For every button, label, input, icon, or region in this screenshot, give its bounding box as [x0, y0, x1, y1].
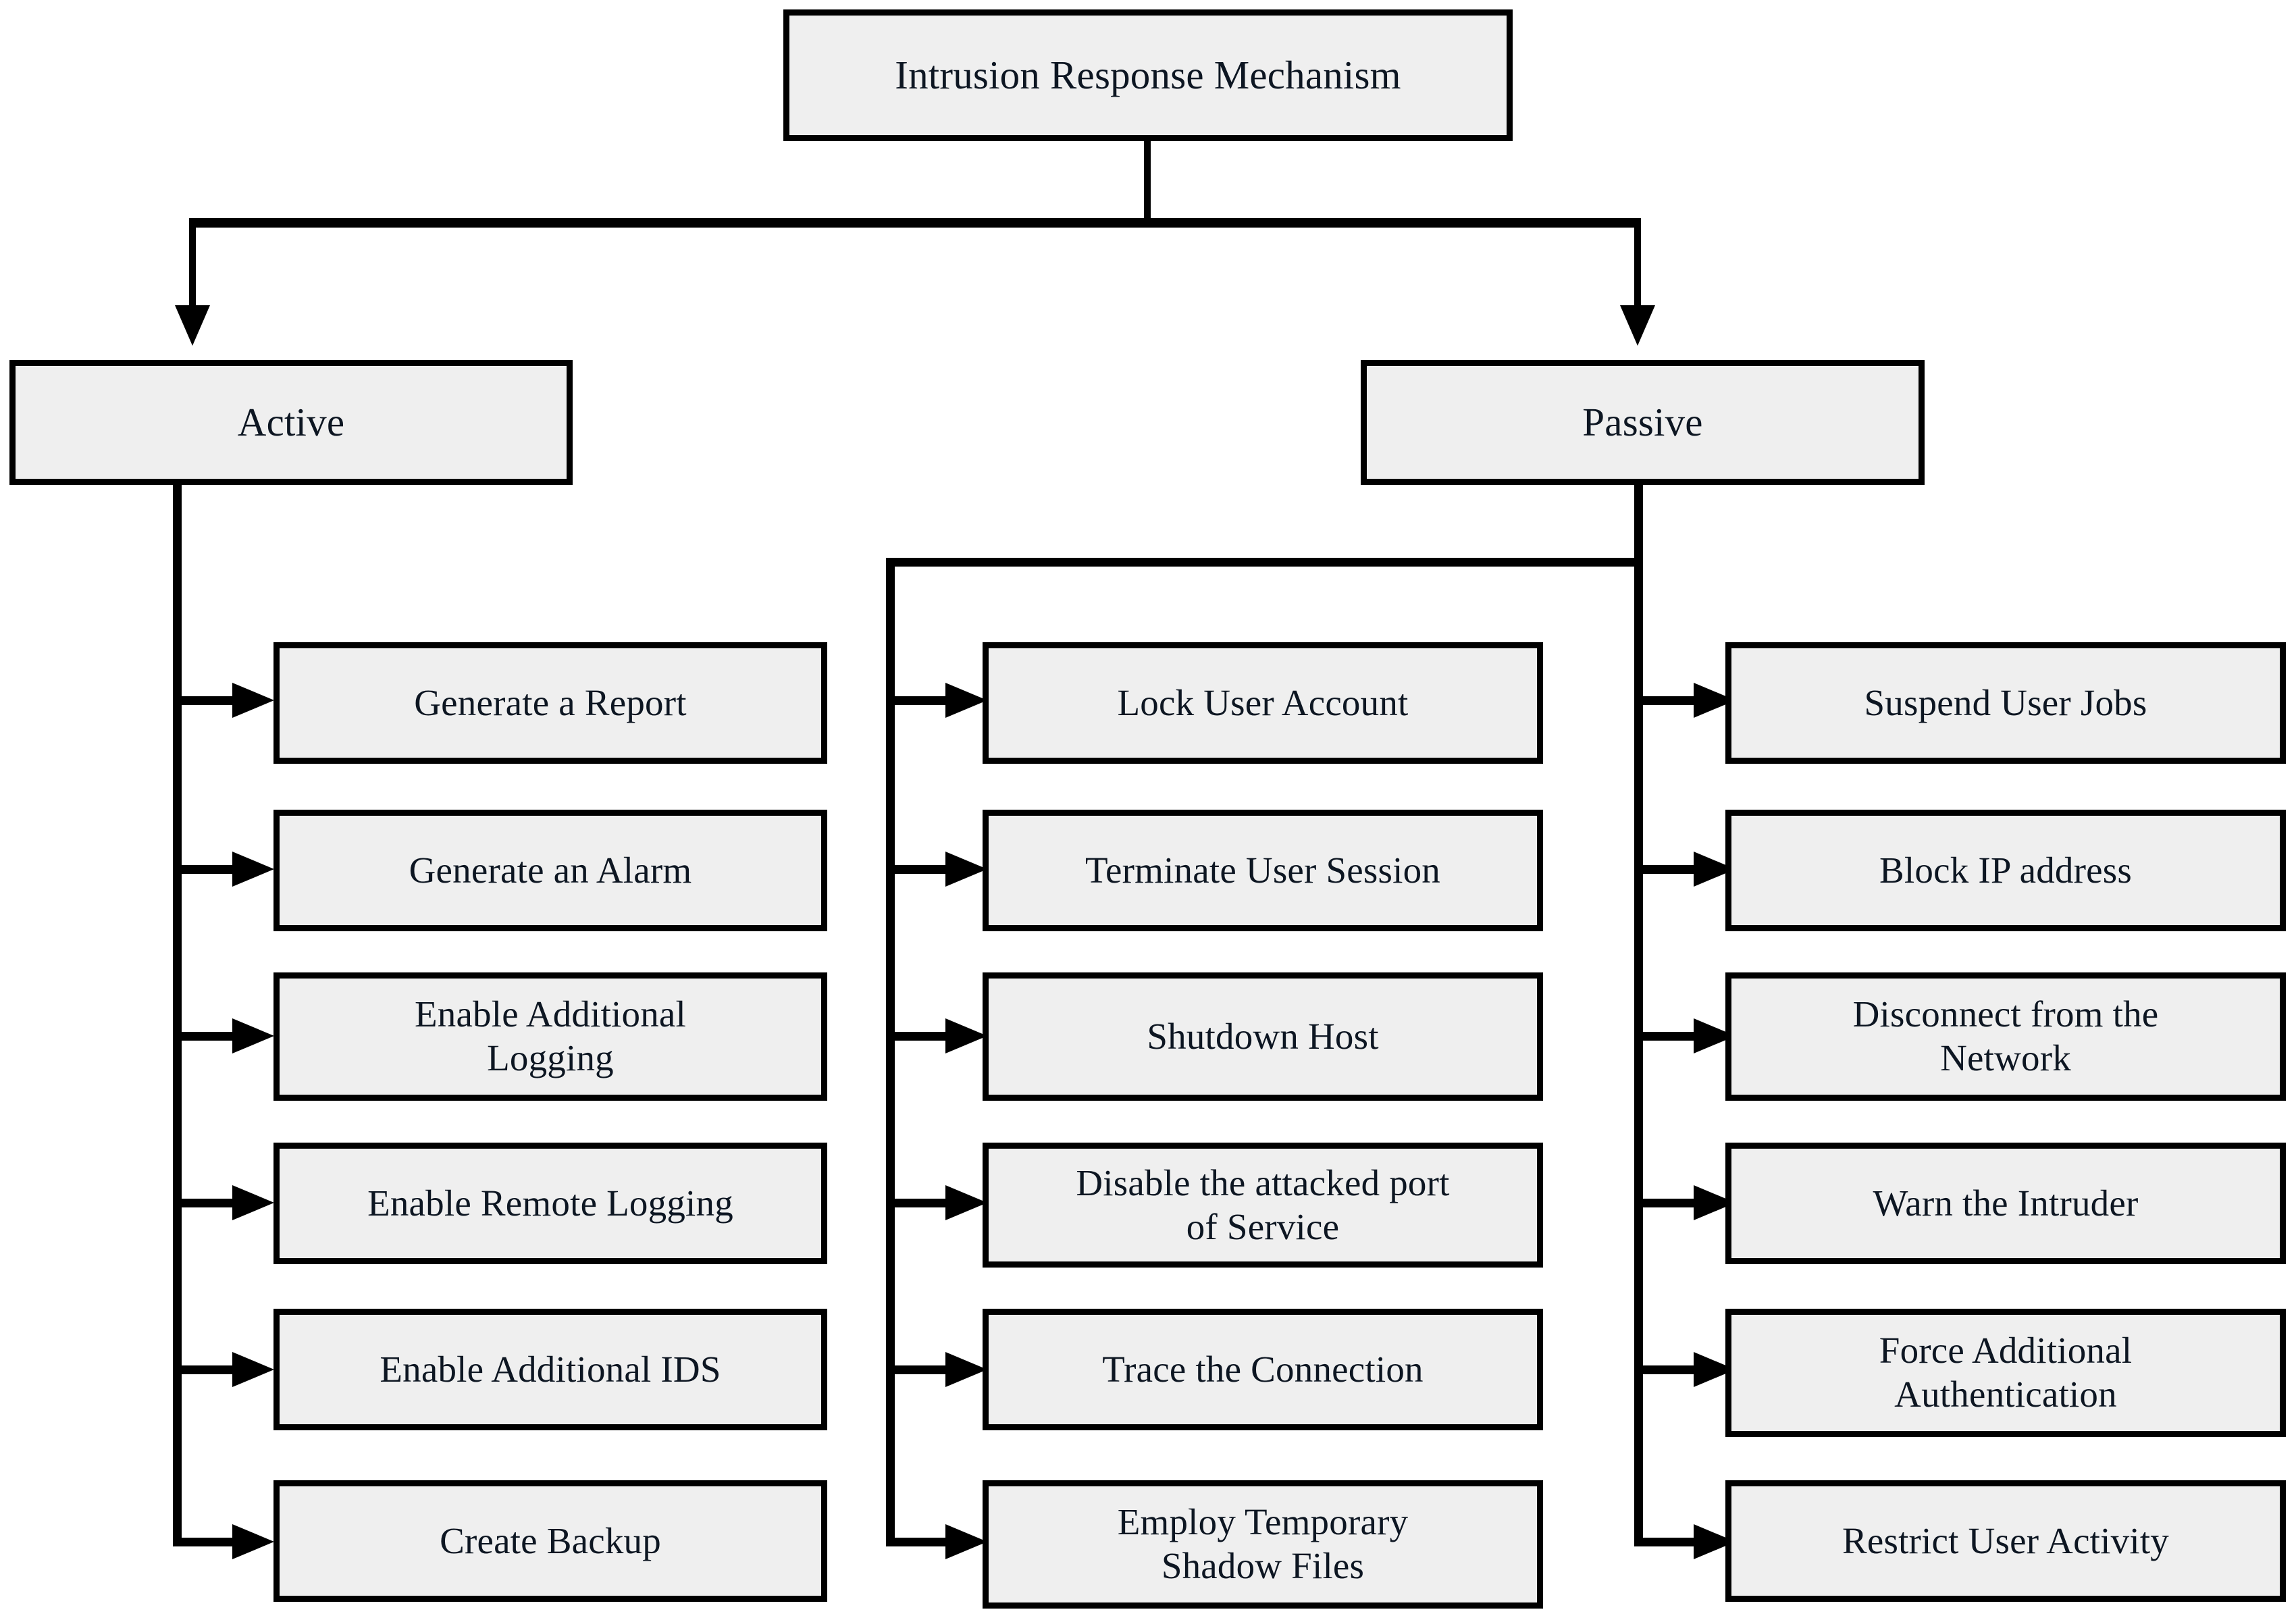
arrow-c2-0-icon [945, 683, 987, 718]
arrow-c2-2-icon [945, 1018, 987, 1053]
node-branch-passive-label: Passive [1582, 399, 1703, 444]
node-leaf-c3-0[interactable]: Suspend User Jobs [1725, 642, 2286, 764]
arrow-to-active-icon [175, 305, 210, 346]
arrow-c2-5-icon [945, 1524, 987, 1559]
arrow-c1-3-icon [232, 1185, 274, 1220]
arrow-c1-0-icon [232, 683, 274, 718]
node-leaf-c2-2-label: Shutdown Host [1147, 1015, 1379, 1057]
node-leaf-c2-1[interactable]: Terminate User Session [983, 810, 1543, 931]
node-leaf-c1-3-label: Enable Remote Logging [367, 1182, 733, 1224]
connector-branch-c3-0 [1638, 696, 1700, 705]
node-branch-passive[interactable]: Passive [1361, 360, 1925, 485]
connector-branch-c3-5 [1638, 1538, 1700, 1546]
node-leaf-c2-0-label: Lock User Account [1117, 681, 1409, 723]
connector-branch-c2-4 [890, 1365, 952, 1374]
node-leaf-c1-0-label: Generate a Report [414, 681, 687, 723]
node-leaf-c3-3-label: Warn the Intruder [1873, 1182, 2139, 1224]
connector-trunk-active [173, 484, 182, 1546]
connector-branch-c2-2 [890, 1032, 952, 1041]
node-leaf-c1-1-label: Generate an Alarm [409, 849, 692, 891]
arrow-c2-3-icon [945, 1185, 987, 1220]
node-leaf-c3-3[interactable]: Warn the Intruder [1725, 1143, 2286, 1264]
arrow-c2-4-icon [945, 1352, 987, 1387]
node-leaf-c1-1[interactable]: Generate an Alarm [273, 810, 827, 931]
node-leaf-c2-3[interactable]: Disable the attacked port of Service [983, 1143, 1543, 1268]
node-leaf-c3-5[interactable]: Restrict User Activity [1725, 1480, 2286, 1602]
connector-branch-c1-5 [177, 1538, 239, 1546]
connector-branch-c1-3 [177, 1199, 239, 1207]
node-root-label: Intrusion Response Mechanism [895, 52, 1401, 97]
connector-branch-c1-0 [177, 696, 239, 705]
node-leaf-c3-4-label: Force Additional Authentication [1879, 1330, 2133, 1415]
connector-to-active [189, 223, 196, 307]
connector-trunk-passive-left [886, 558, 895, 1546]
node-leaf-c3-1[interactable]: Block IP address [1725, 810, 2286, 931]
connector-trunk-passive [1634, 484, 1643, 1546]
node-leaf-c2-5-label: Employ Temporary Shadow Files [1117, 1501, 1409, 1586]
node-leaf-c3-1-label: Block IP address [1879, 849, 2132, 891]
node-root[interactable]: Intrusion Response Mechanism [783, 9, 1513, 141]
arrow-to-passive-icon [1620, 305, 1655, 346]
arrow-c1-4-icon [232, 1352, 274, 1387]
connector-branch-c1-2 [177, 1032, 239, 1041]
node-leaf-c2-0[interactable]: Lock User Account [983, 642, 1543, 764]
arrow-c2-1-icon [945, 852, 987, 887]
connector-branch-c2-1 [890, 865, 952, 874]
node-leaf-c3-2-label: Disconnect from the Network [1852, 993, 2159, 1078]
arrow-c1-1-icon [232, 852, 274, 887]
connector-branch-c2-5 [890, 1538, 952, 1546]
node-leaf-c1-3[interactable]: Enable Remote Logging [273, 1143, 827, 1264]
connector-branch-c2-0 [890, 696, 952, 705]
connector-passive-bus [886, 558, 1642, 567]
node-leaf-c1-4[interactable]: Enable Additional IDS [273, 1309, 827, 1430]
node-leaf-c2-4-label: Trace the Connection [1102, 1348, 1424, 1390]
node-leaf-c2-4[interactable]: Trace the Connection [983, 1309, 1543, 1430]
connector-branch-c3-4 [1638, 1365, 1700, 1374]
node-leaf-c1-0[interactable]: Generate a Report [273, 642, 827, 764]
node-leaf-c3-0-label: Suspend User Jobs [1864, 681, 2147, 723]
node-leaf-c2-2[interactable]: Shutdown Host [983, 972, 1543, 1101]
connector-branch-c1-1 [177, 865, 239, 874]
node-branch-active-label: Active [237, 399, 345, 444]
node-leaf-c3-2[interactable]: Disconnect from the Network [1725, 972, 2286, 1101]
connector-branch-c2-3 [890, 1199, 952, 1207]
connector-branch-c3-3 [1638, 1199, 1700, 1207]
connector-to-passive [1634, 223, 1641, 307]
node-leaf-c3-4[interactable]: Force Additional Authentication [1725, 1309, 2286, 1437]
node-leaf-c1-4-label: Enable Additional IDS [380, 1348, 721, 1390]
node-leaf-c3-5-label: Restrict User Activity [1842, 1519, 2170, 1561]
node-leaf-c1-5[interactable]: Create Backup [273, 1480, 827, 1602]
arrow-c1-2-icon [232, 1018, 274, 1053]
connector-branch-c1-4 [177, 1365, 239, 1374]
connector-branch-c3-2 [1638, 1032, 1700, 1041]
node-leaf-c2-3-label: Disable the attacked port of Service [1076, 1162, 1450, 1247]
node-leaf-c1-5-label: Create Backup [440, 1519, 661, 1561]
connector-root-stem [1144, 141, 1151, 223]
node-leaf-c2-1-label: Terminate User Session [1085, 849, 1440, 891]
arrow-c1-5-icon [232, 1524, 274, 1559]
node-leaf-c1-2[interactable]: Enable Additional Logging [273, 972, 827, 1101]
connector-branch-c3-1 [1638, 865, 1700, 874]
node-branch-active[interactable]: Active [9, 360, 573, 485]
node-leaf-c2-5[interactable]: Employ Temporary Shadow Files [983, 1480, 1543, 1609]
connector-root-bus [189, 218, 1641, 228]
node-leaf-c1-2-label: Enable Additional Logging [414, 993, 687, 1078]
